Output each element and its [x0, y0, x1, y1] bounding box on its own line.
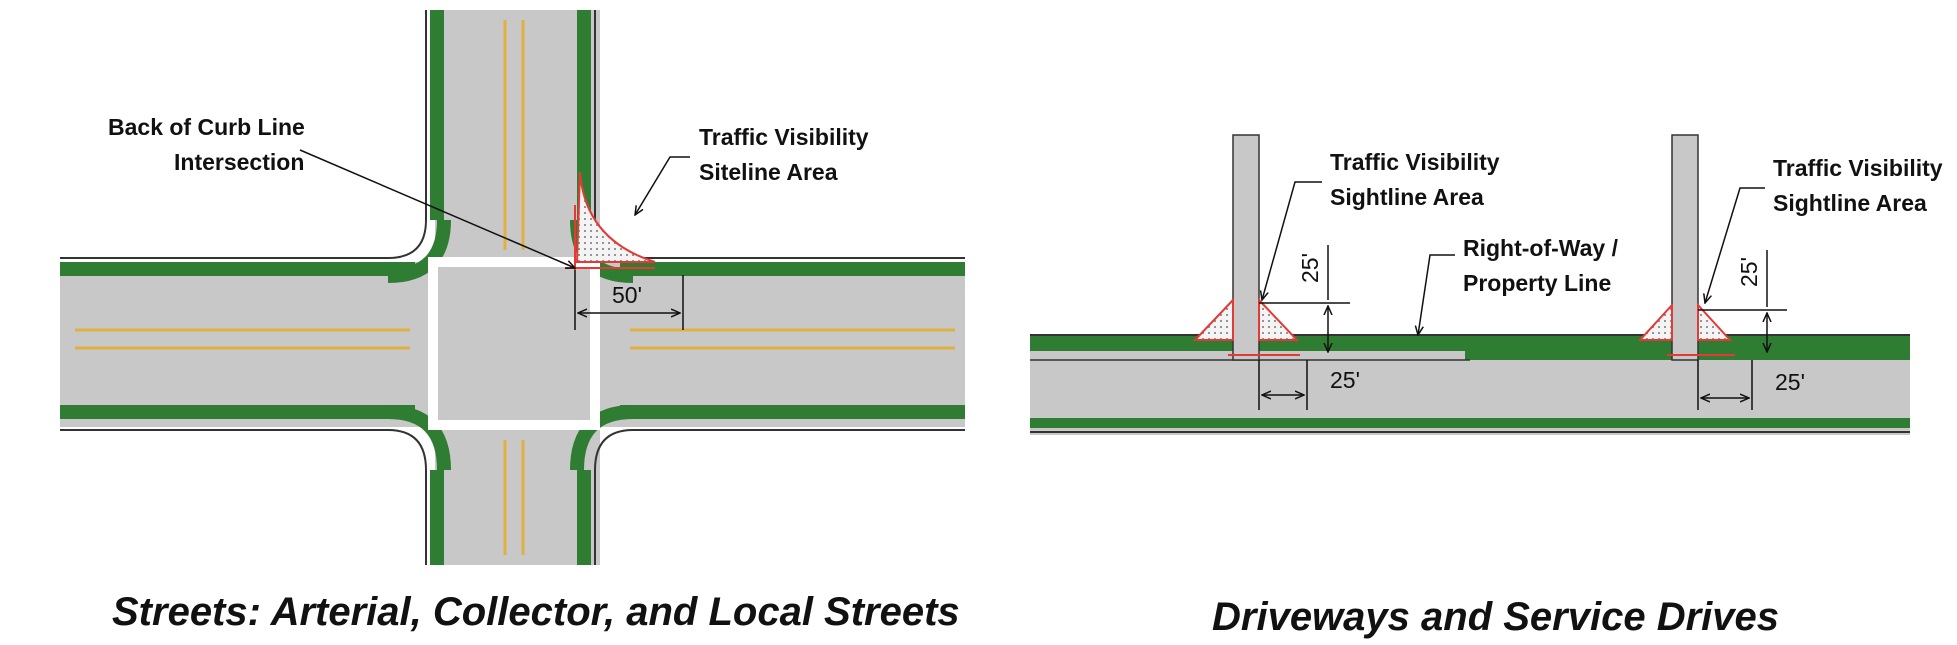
driveway-right	[1671, 134, 1699, 361]
right-caption: Driveways and Service Drives	[1212, 595, 1779, 639]
intersection-diagram: 50' Back of Curb Line Intersection Traff…	[60, 10, 965, 634]
driveway-left	[1232, 134, 1260, 361]
sightline-left	[1192, 297, 1300, 341]
dim-right-vertical: 25'	[1736, 257, 1762, 287]
dimensions-right: 25' 25'	[1697, 250, 1805, 410]
visibility-leader	[635, 156, 690, 215]
curb-line-label-2: Intersection	[174, 149, 304, 175]
left-visibility-leader	[1262, 181, 1322, 300]
visibility-label-1: Traffic Visibility	[699, 124, 869, 150]
dimension-50: 50'	[574, 270, 684, 330]
dimension-label-50: 50'	[612, 282, 642, 308]
dim-right-horizontal: 25'	[1775, 369, 1805, 395]
curb-line-leader	[299, 149, 575, 268]
sightline-right	[1637, 302, 1733, 341]
right-visibility-label-2: Sightline Area	[1773, 190, 1927, 216]
dim-left-horizontal: 25'	[1330, 367, 1360, 393]
intersection-box	[428, 257, 600, 430]
right-visibility-label-1: Traffic Visibility	[1773, 155, 1943, 181]
left-caption: Streets: Arterial, Collector, and Local …	[112, 590, 960, 634]
dimensions-left: 25' 25'	[1258, 245, 1360, 410]
left-visibility-label-1: Traffic Visibility	[1330, 149, 1500, 175]
sightline-area	[575, 171, 656, 263]
driveway-diagram: 25' 25' 25' 25' Traffic Visibility Sight…	[1030, 134, 1943, 639]
row-leader	[1418, 254, 1455, 335]
right-visibility-leader	[1705, 187, 1765, 303]
dim-left-vertical: 25'	[1297, 253, 1323, 283]
curb-line-label-1: Back of Curb Line	[108, 114, 305, 140]
left-visibility-label-2: Sightline Area	[1330, 184, 1484, 210]
lane-markings	[75, 20, 955, 555]
visibility-label-2: Siteline Area	[699, 159, 838, 185]
row-label-2: Property Line	[1463, 270, 1611, 296]
road-edge-band	[1030, 418, 1910, 428]
row-label-1: Right-of-Way /	[1463, 235, 1619, 261]
